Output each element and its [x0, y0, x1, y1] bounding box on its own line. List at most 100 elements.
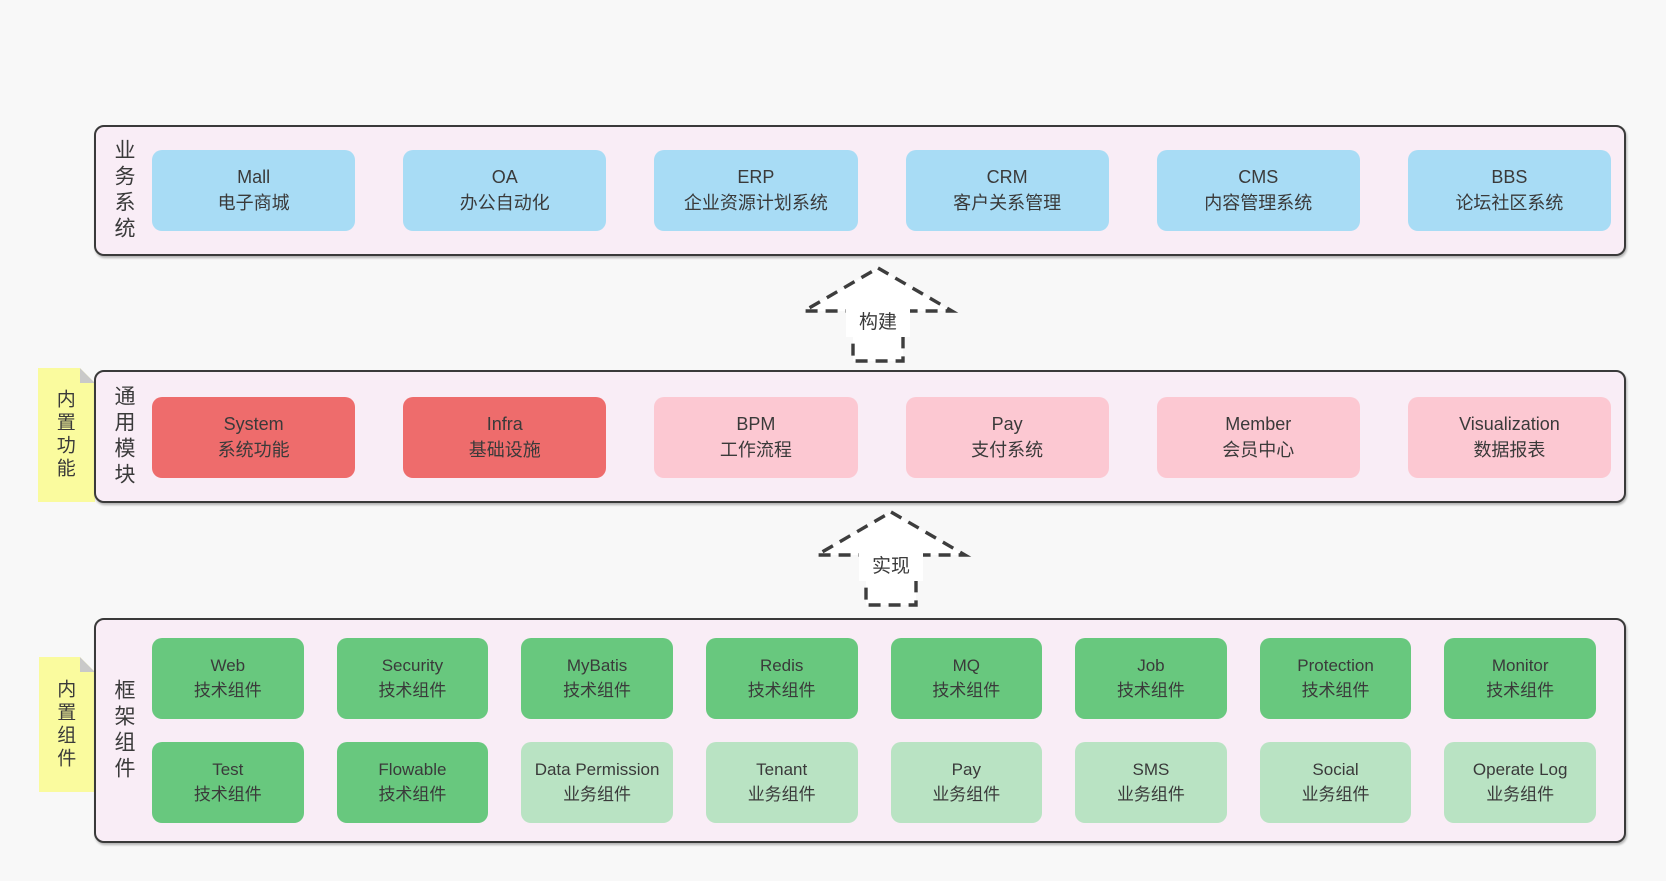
box-name: Pay — [951, 760, 981, 780]
layer-business-systems: 业务系统 Mall 电子商城 OA 办公自动化 ERP 企业资源计划系统 CRM… — [94, 125, 1626, 256]
box-member: Member 会员中心 — [1156, 397, 1360, 478]
box-name: Infra — [486, 413, 523, 434]
box-desc: 业务组件 — [1486, 784, 1555, 804]
box-desc: 技术组件 — [932, 680, 1001, 700]
business-systems-row: Mall 电子商城 OA 办公自动化 ERP 企业资源计划系统 CRM 客户关系… — [152, 150, 1612, 231]
box-security: Security 技术组件 — [336, 638, 489, 719]
box-name: Member — [1225, 413, 1292, 434]
note-text: 内置功能 — [53, 389, 75, 481]
framework-components-row-2: Test 技术组件 Flowable 技术组件 Data Permission … — [152, 742, 1596, 823]
box-desc: 办公自动化 — [459, 192, 550, 213]
box-pay-component: Pay 业务组件 — [890, 742, 1043, 823]
box-pay-system: Pay 支付系统 — [905, 397, 1109, 478]
box-desc: 内容管理系统 — [1204, 192, 1313, 213]
box-name: CRM — [986, 166, 1028, 187]
box-name: Operate Log — [1472, 760, 1568, 780]
box-name: Security — [381, 656, 444, 676]
box-desc: 技术组件 — [378, 680, 447, 700]
box-crm: CRM 客户关系管理 — [905, 150, 1109, 231]
box-flowable: Flowable 技术组件 — [336, 742, 489, 823]
framework-components-row-1: Web 技术组件 Security 技术组件 MyBatis 技术组件 Redi… — [152, 638, 1596, 719]
note-fold-corner — [80, 657, 95, 672]
box-name: CMS — [1238, 166, 1279, 187]
box-tenant: Tenant 业务组件 — [705, 742, 858, 823]
box-name: Tenant — [756, 760, 808, 780]
box-name: Job — [1137, 656, 1165, 676]
layer-label-business-systems: 业务系统 — [112, 138, 135, 243]
box-desc: 技术组件 — [1116, 680, 1185, 700]
common-modules-row: System 系统功能 Infra 基础设施 BPM 工作流程 Pay 支付系统… — [152, 397, 1612, 478]
arrow-label-implement: 实现 — [859, 553, 923, 581]
box-name: Redis — [759, 656, 804, 676]
box-name: Data Permission — [534, 760, 660, 780]
note-text: 内置组件 — [54, 678, 76, 771]
box-name: ERP — [737, 166, 775, 187]
box-name: OA — [491, 166, 518, 187]
box-protection: Protection 技术组件 — [1259, 638, 1412, 719]
box-desc: 技术组件 — [747, 680, 816, 700]
box-cms: CMS 内容管理系统 — [1156, 150, 1360, 231]
box-name: MyBatis — [566, 656, 628, 676]
box-bpm: BPM 工作流程 — [654, 397, 858, 478]
layer-common-modules: 通用模块 System 系统功能 Infra 基础设施 BPM 工作流程 Pay… — [94, 370, 1626, 503]
box-desc: 技术组件 — [193, 784, 262, 804]
box-name: Pay — [991, 413, 1023, 434]
box-desc: 技术组件 — [193, 680, 262, 700]
box-desc: 会员中心 — [1222, 439, 1295, 460]
box-name: MQ — [952, 656, 980, 676]
sticky-note-built-in-features: 内置功能 — [38, 368, 95, 502]
box-name: Protection — [1297, 656, 1374, 676]
box-visualization: Visualization 数据报表 — [1407, 397, 1612, 478]
box-name: Mall — [237, 166, 271, 187]
box-mybatis: MyBatis 技术组件 — [521, 638, 673, 719]
box-desc: 数据报表 — [1473, 439, 1546, 460]
box-desc: 技术组件 — [1301, 680, 1370, 700]
box-oa: OA 办公自动化 — [403, 150, 607, 231]
box-desc: 企业资源计划系统 — [683, 192, 828, 213]
box-mq: MQ 技术组件 — [890, 638, 1043, 719]
note-fold-corner — [80, 368, 95, 383]
box-test: Test 技术组件 — [152, 742, 304, 823]
box-sms: SMS 业务组件 — [1075, 742, 1227, 823]
box-name: BPM — [736, 413, 776, 434]
box-desc: 业务组件 — [932, 784, 1001, 804]
box-desc: 技术组件 — [378, 784, 447, 804]
box-desc: 业务组件 — [1116, 784, 1185, 804]
box-desc: 工作流程 — [719, 439, 792, 460]
layer-label-framework-components: 框架组件 — [112, 678, 135, 783]
box-mall: Mall 电子商城 — [152, 150, 356, 231]
box-name: Visualization — [1459, 413, 1560, 434]
box-social: Social 业务组件 — [1259, 742, 1412, 823]
box-desc: 支付系统 — [971, 439, 1044, 460]
box-erp: ERP 企业资源计划系统 — [654, 150, 858, 231]
box-desc: 业务组件 — [747, 784, 816, 804]
box-desc: 论坛社区系统 — [1455, 192, 1564, 213]
box-name: Monitor — [1491, 656, 1549, 676]
box-web: Web 技术组件 — [152, 638, 304, 719]
box-desc: 客户关系管理 — [953, 192, 1062, 213]
box-desc: 电子商城 — [217, 192, 290, 213]
arrow-label-build: 构建 — [846, 309, 910, 337]
box-desc: 技术组件 — [563, 680, 632, 700]
box-job: Job 技术组件 — [1075, 638, 1227, 719]
box-operate-log: Operate Log 业务组件 — [1444, 742, 1596, 823]
layer-label-common-modules: 通用模块 — [112, 384, 135, 489]
box-infra: Infra 基础设施 — [403, 397, 607, 478]
box-redis: Redis 技术组件 — [705, 638, 858, 719]
box-data-permission: Data Permission 业务组件 — [521, 742, 673, 823]
box-desc: 业务组件 — [1301, 784, 1370, 804]
box-name: Web — [210, 656, 246, 676]
box-monitor: Monitor 技术组件 — [1444, 638, 1596, 719]
box-desc: 技术组件 — [1486, 680, 1555, 700]
box-name: Flowable — [378, 760, 447, 780]
box-name: BBS — [1491, 166, 1528, 187]
box-desc: 系统功能 — [217, 439, 290, 460]
box-desc: 基础设施 — [468, 439, 541, 460]
box-name: SMS — [1132, 760, 1170, 780]
box-name: System — [223, 413, 284, 434]
box-system: System 系统功能 — [152, 397, 356, 478]
layer-framework-components: 框架组件 Web 技术组件 Security 技术组件 MyBatis 技术组件… — [94, 618, 1626, 843]
box-desc: 业务组件 — [563, 784, 632, 804]
box-name: Social — [1312, 760, 1359, 780]
